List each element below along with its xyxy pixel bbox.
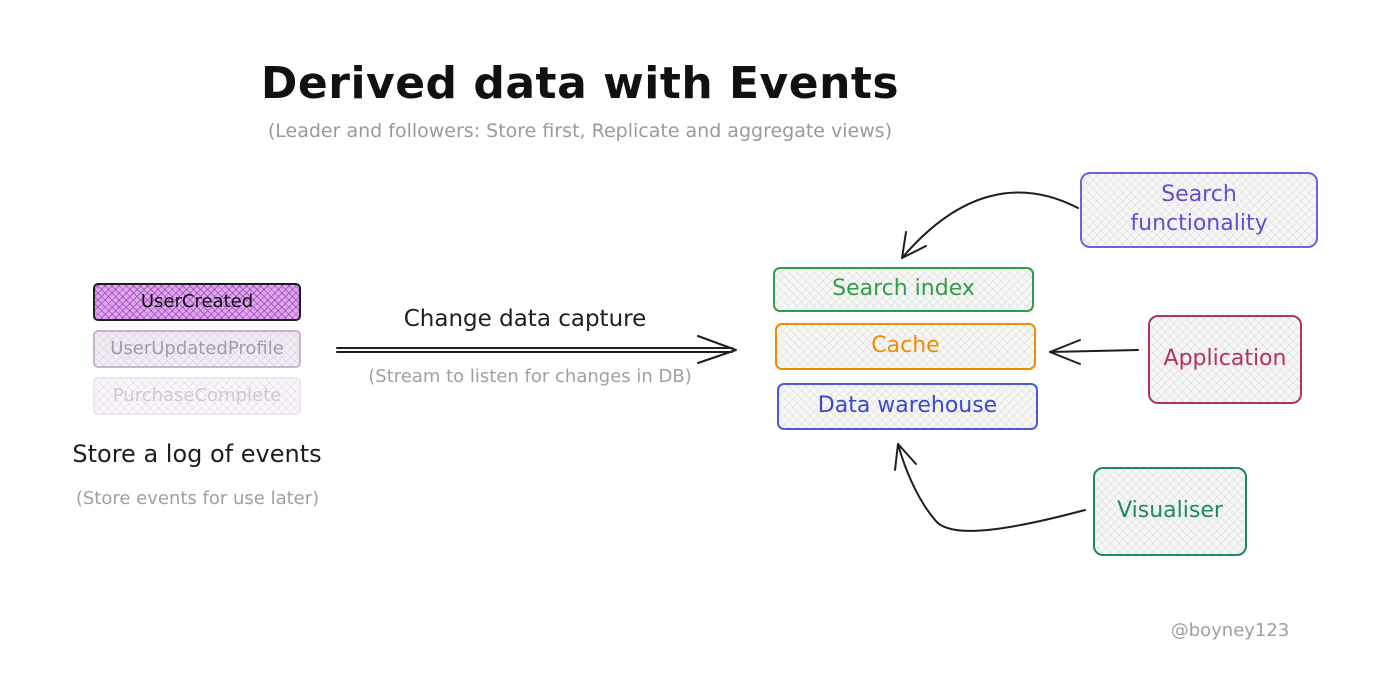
event-user-created: UserCreated bbox=[93, 283, 301, 321]
cache-box: Cache bbox=[775, 323, 1036, 370]
search-functionality-arrow bbox=[901, 191, 1079, 259]
author-credit: @boyney123 bbox=[1170, 620, 1290, 641]
diagram-subtitle: (Leader and followers: Store first, Repl… bbox=[267, 120, 893, 142]
application-arrow bbox=[1049, 339, 1139, 365]
diagram-title: Derived data with Events bbox=[260, 58, 900, 109]
data-warehouse-box: Data warehouse bbox=[777, 383, 1038, 430]
event-purchase-complete: PurchaseComplete bbox=[93, 377, 301, 415]
event-log-heading: Store a log of events bbox=[72, 440, 322, 468]
search-index-box: Search index bbox=[773, 267, 1034, 312]
event-user-updated-profile: UserUpdatedProfile bbox=[93, 330, 301, 368]
visualiser-box: Visualiser bbox=[1093, 467, 1247, 556]
event-log-caption: (Store events for use later) bbox=[75, 488, 320, 509]
search-functionality-box: Search functionality bbox=[1080, 172, 1318, 248]
search-functionality-label: Search functionality bbox=[1130, 182, 1268, 236]
change-data-capture-arrow bbox=[336, 335, 737, 364]
application-box: Application bbox=[1148, 315, 1302, 404]
change-data-capture-label: Change data capture bbox=[403, 306, 647, 332]
visualiser-arrow bbox=[894, 443, 1086, 532]
change-data-capture-caption: (Stream to listen for changes in DB) bbox=[368, 366, 692, 387]
